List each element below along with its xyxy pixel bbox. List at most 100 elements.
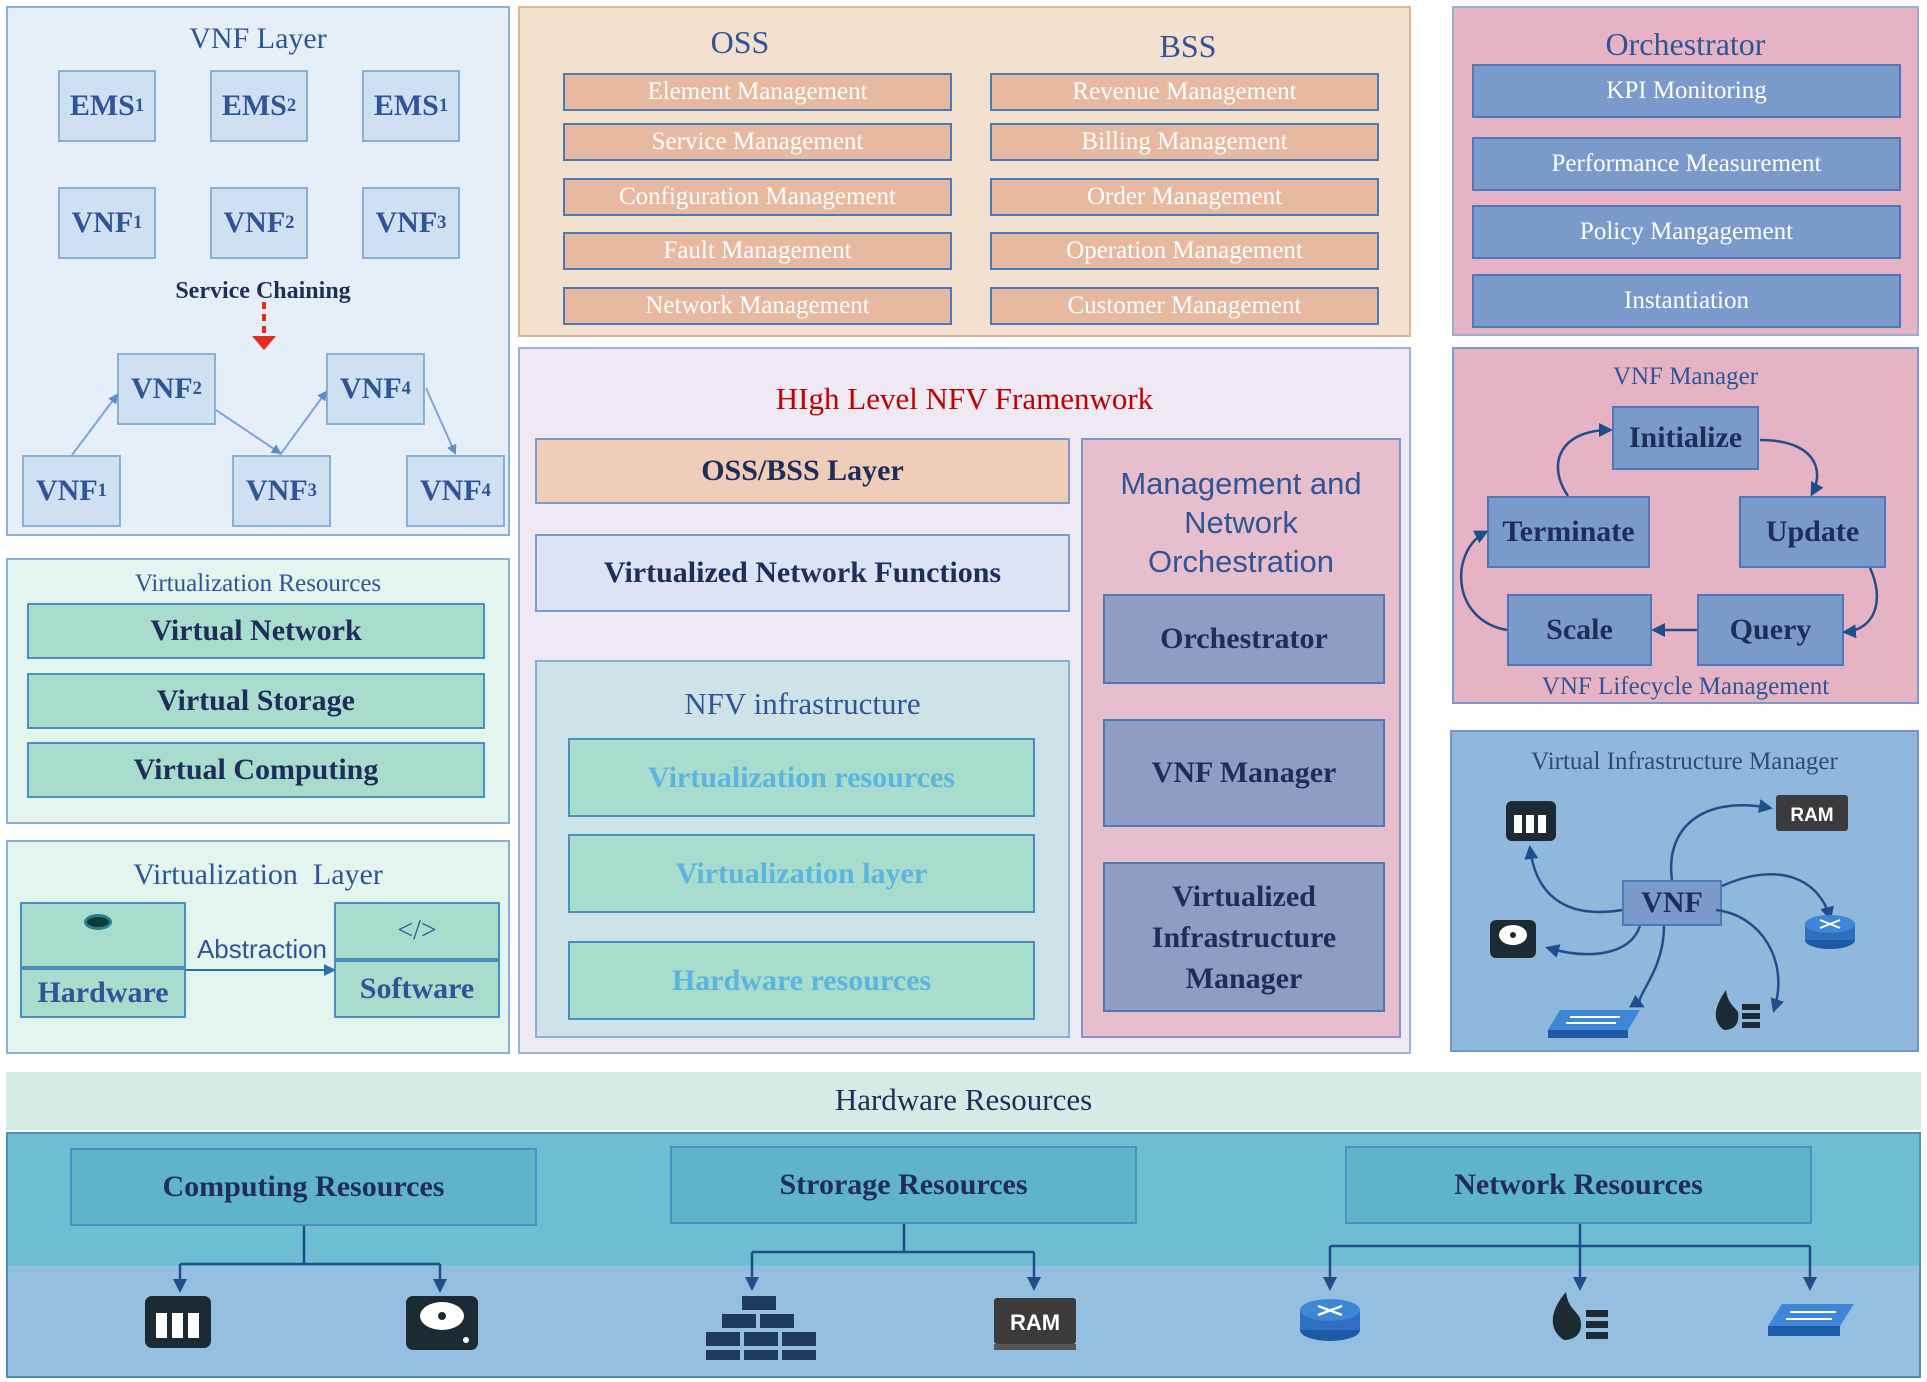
vnf-layer-title: VNF Layer xyxy=(189,22,327,55)
vim-arrow-disk xyxy=(1545,925,1642,958)
vnf-subscript: 2 xyxy=(192,378,202,399)
computing-connectors xyxy=(173,1226,447,1293)
abstraction-label: Abstraction xyxy=(196,934,328,964)
vnf-subscript: 1 xyxy=(133,212,143,233)
vnf-subscript: 1 xyxy=(97,480,107,501)
orchestrator-title: Orchestrator xyxy=(1605,26,1766,62)
hw-router-icon xyxy=(1300,1299,1360,1341)
vim-vnf-node[interactable]: VNF xyxy=(1622,880,1722,926)
vnf-subscript: 3 xyxy=(307,480,317,501)
hw-firewall-icon xyxy=(1552,1292,1608,1340)
nfvi-virtualization-layer[interactable]: Virtualization layer xyxy=(568,834,1035,913)
service-chaining-label: Service Chaining xyxy=(175,278,351,304)
vnf-lifecycle-footer: VNF Lifecycle Management xyxy=(1541,673,1830,700)
bss-item-customer-management[interactable]: Customer Management xyxy=(990,287,1379,325)
virtual-storage-box[interactable]: Virtual Storage xyxy=(27,673,485,729)
vnf-label: VNF xyxy=(375,206,438,239)
bss-item-billing-management[interactable]: Billing Management xyxy=(990,123,1379,161)
mano-orchestrator[interactable]: Orchestrator xyxy=(1103,594,1385,684)
storage-resources-box[interactable]: Strorage Resources xyxy=(670,1146,1137,1224)
mano-vnf-manager[interactable]: VNF Manager xyxy=(1103,719,1385,827)
vnf-label: VNF xyxy=(340,372,402,405)
virtual-computing-box[interactable]: Virtual Computing xyxy=(27,742,485,798)
oss-item-element-management[interactable]: Element Management xyxy=(563,73,952,111)
lifecycle-terminate[interactable]: Terminate xyxy=(1487,496,1650,568)
hardware-box[interactable]: Hardware xyxy=(20,968,186,1018)
vnf-subscript: 4 xyxy=(481,480,491,501)
lifecycle-scale[interactable]: Scale xyxy=(1507,594,1652,666)
software-box[interactable]: Software xyxy=(334,960,500,1018)
lifecycle-arrow-initialize-update xyxy=(1759,438,1824,497)
network-resources-box[interactable]: Network Resources xyxy=(1345,1146,1812,1224)
virtual-network-box[interactable]: Virtual Network xyxy=(27,603,485,659)
hw-storage-array-icon xyxy=(706,1296,816,1360)
vim-arrow-firewall xyxy=(1715,908,1785,1013)
nfvi-virtualization-resources[interactable]: Virtualization resources xyxy=(568,738,1035,817)
oss-item-fault-management[interactable]: Fault Management xyxy=(563,232,952,270)
virt-resources-title: Virtualization Resources xyxy=(134,570,382,597)
lifecycle-arrow-terminate-initialize xyxy=(1556,423,1613,497)
network-connectors xyxy=(1323,1224,1817,1291)
oss-item-service-management[interactable]: Service Management xyxy=(563,123,952,161)
ems-subscript: 1 xyxy=(438,95,449,116)
software-code-box: </> xyxy=(334,902,500,960)
oss-item-network-management[interactable]: Network Management xyxy=(563,287,952,325)
orch-item-performance-measurement[interactable]: Performance Measurement xyxy=(1472,137,1901,191)
orch-item-policy-management[interactable]: Policy Mangagement xyxy=(1472,205,1901,259)
bss-item-revenue-management[interactable]: Revenue Management xyxy=(990,73,1379,111)
nfvi-hardware-resources[interactable]: Hardware resources xyxy=(568,941,1035,1020)
vnf-subscript: 2 xyxy=(285,212,295,233)
vnf-subscript: 4 xyxy=(401,378,411,399)
orch-item-instantiation[interactable]: Instantiation xyxy=(1472,274,1901,328)
vnf-label: VNF xyxy=(223,206,286,239)
lifecycle-query[interactable]: Query xyxy=(1697,594,1844,666)
hw-server-icon xyxy=(145,1296,211,1348)
vnf-label: VNF xyxy=(131,372,193,405)
chain-arrow-2-3 xyxy=(215,409,282,455)
ems-subscript: 2 xyxy=(286,95,297,116)
bss-item-operation-management[interactable]: Operation Management xyxy=(990,232,1379,270)
hw-ram-icon: RAM xyxy=(994,1298,1076,1350)
mano-vim[interactable]: Virtualized Infrastructure Manager xyxy=(1103,862,1385,1012)
hardware-resources-title: Hardware Resources xyxy=(834,1082,1093,1117)
ems-label: EMS xyxy=(221,89,287,122)
oss-bss-layer-box[interactable]: OSS/BSS Layer xyxy=(535,438,1070,504)
vim-disk-icon xyxy=(1490,920,1536,958)
vim-firewall-icon xyxy=(1715,990,1760,1030)
vnf-label: VNF xyxy=(36,474,98,507)
chain-arrow-3-4 xyxy=(279,390,328,456)
vim-server-icon xyxy=(1506,801,1556,841)
bss-title: BSS xyxy=(1159,28,1217,64)
storage-connectors xyxy=(745,1224,1041,1291)
vim-arrow-router xyxy=(1721,873,1834,921)
bss-item-order-management[interactable]: Order Management xyxy=(990,178,1379,216)
computing-resources-box[interactable]: Computing Resources xyxy=(70,1148,537,1226)
oss-item-configuration-management[interactable]: Configuration Management xyxy=(563,178,952,216)
disk-dot-icon xyxy=(84,914,112,930)
lifecycle-arrow-scale-terminate xyxy=(1459,530,1508,632)
vim-ram-icon: RAM xyxy=(1776,795,1848,831)
vnf-functions-box[interactable]: Virtualized Network Functions xyxy=(535,534,1070,612)
vnf-label: VNF xyxy=(71,206,134,239)
orch-item-kpi-monitoring[interactable]: KPI Monitoring xyxy=(1472,64,1901,118)
lifecycle-initialize[interactable]: Initialize xyxy=(1612,406,1759,470)
hw-ram-label: RAM xyxy=(1010,1310,1060,1335)
vim-panel: Virtual Infrastructure Manager xyxy=(1450,730,1919,1052)
oss-bss-panel xyxy=(518,6,1411,337)
ems-label: EMS xyxy=(373,89,439,122)
vnf-subscript: 3 xyxy=(437,212,447,233)
hw-switch-icon xyxy=(1768,1304,1854,1336)
lifecycle-update[interactable]: Update xyxy=(1739,496,1886,568)
